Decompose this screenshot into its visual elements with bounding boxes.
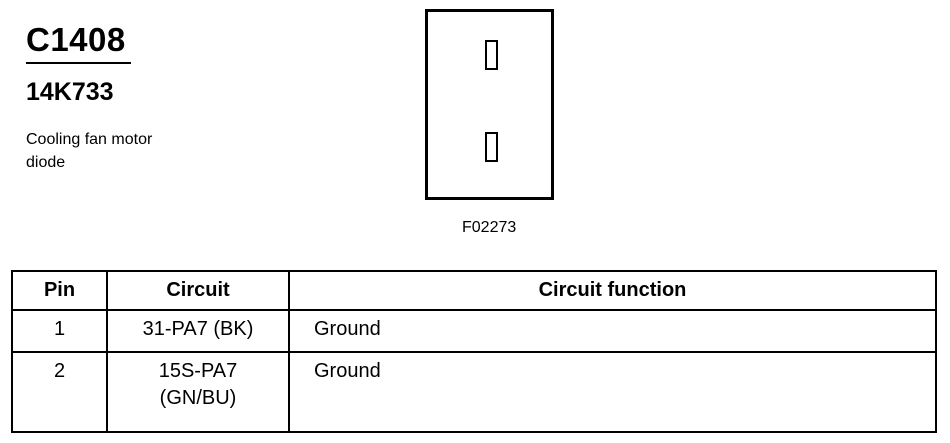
table-row: 2 15S-PA7 (GN/BU) Ground — [11, 351, 937, 433]
header-circuit: Circuit — [106, 270, 290, 311]
pin-cell: 2 — [11, 351, 108, 433]
circuit-cell: 15S-PA7 (GN/BU) — [106, 351, 290, 433]
circuit-line: 31-PA7 (BK) — [142, 318, 254, 340]
function-cell: Ground — [288, 351, 937, 433]
description-line: Cooling fan motor — [26, 131, 153, 148]
header-pin: Pin — [11, 270, 108, 311]
pin-slot-2 — [485, 132, 498, 162]
figure-code: F02273 — [462, 219, 517, 236]
circuit-line: 15S-PA7 — [158, 360, 238, 382]
pin-cell: 1 — [11, 309, 108, 353]
connector-id-underline — [26, 62, 131, 64]
circuit-cell: 31-PA7 (BK) — [106, 309, 290, 353]
header-circuit-function: Circuit function — [288, 270, 937, 311]
connector-id: C1408 — [26, 21, 126, 58]
function-cell: Ground — [288, 309, 937, 353]
part-number: 14K733 — [26, 78, 114, 106]
description-line: diode — [26, 154, 66, 171]
table-row: 1 31-PA7 (BK) Ground — [11, 309, 937, 353]
circuit-line: (GN/BU) — [159, 387, 237, 409]
pin-slot-1 — [485, 40, 498, 70]
connector-face-diagram — [425, 9, 554, 200]
table-header-row: Pin Circuit Circuit function — [11, 270, 937, 311]
connector-description: Cooling fan motor diode — [26, 128, 196, 174]
pin-table: Pin Circuit Circuit function 1 31-PA7 (B… — [11, 270, 937, 433]
